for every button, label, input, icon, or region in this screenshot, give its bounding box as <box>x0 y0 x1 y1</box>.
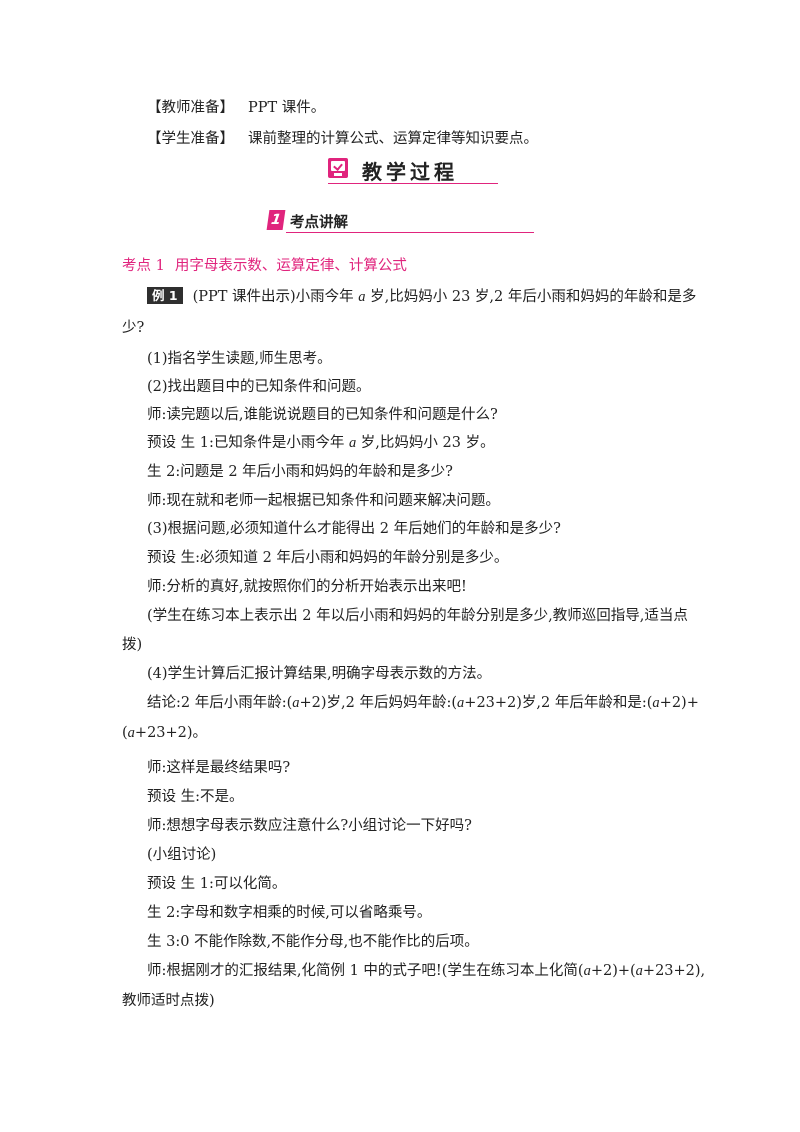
kaodian-label: 考点 1 <box>122 258 165 274</box>
subsection-title: 考点讲解 <box>290 215 348 231</box>
step-17: (小组讨论) <box>147 847 217 863</box>
step-19: 生 2:字母和数字相乘的时候,可以省略乘号。 <box>147 905 432 921</box>
student-prep-text: 课前整理的计算公式、运算定律等知识要点。 <box>248 131 538 147</box>
step-11: (4)学生计算后汇报计算结果,明确字母表示数的方法。 <box>147 666 492 682</box>
step-10b: 拨) <box>122 637 143 653</box>
teacher-prep-text: PPT 课件。 <box>248 100 326 116</box>
student-prep-label: 【学生准备】 <box>147 131 234 147</box>
student-prep: 【学生准备】课前整理的计算公式、运算定律等知识要点。 <box>147 129 538 149</box>
section-title: 教学过程 <box>362 160 458 184</box>
step-13: (a+23+2)。 <box>122 725 208 741</box>
kaodian-heading: 考点 1 用字母表示数、运算定律、计算公式 <box>122 256 407 276</box>
example-line-1: 例 1(PPT 课件出示)小雨今年 a 岁,比妈妈小 23 岁,2 年后小雨和妈… <box>147 287 696 307</box>
example-badge: 例 1 <box>147 287 183 304</box>
step-1: (1)指名学生读题,师生思考。 <box>147 351 332 367</box>
step-6: 师:现在就和老师一起根据已知条件和问题来解决问题。 <box>147 493 500 509</box>
step-18: 预设 生 1:可以化简。 <box>147 876 287 892</box>
step-8: 预设 生:必须知道 2 年后小雨和妈妈的年龄分别是多少。 <box>147 550 509 566</box>
subsection-number-badge: 1 <box>266 210 286 230</box>
step-22: 教师适时点拨) <box>122 993 215 1009</box>
monitor-check-icon <box>328 158 348 178</box>
section-header: 教学过程 <box>328 158 498 186</box>
step-15: 预设 生:不是。 <box>147 789 244 805</box>
teacher-prep: 【教师准备】 PPT 课件。 <box>147 98 325 118</box>
step-16: 师:想想字母表示数应注意什么?小组讨论一下好吗? <box>147 818 472 834</box>
step-2: (2)找出题目中的已知条件和问题。 <box>147 379 371 395</box>
step-7: (3)根据问题,必须知道什么才能得出 2 年后她们的年龄和是多少? <box>147 521 561 537</box>
step-14: 师:这样是最终结果吗? <box>147 760 291 776</box>
step-5: 生 2:问题是 2 年后小雨和妈妈的年龄和是多少? <box>147 464 453 480</box>
example-line-2: 少? <box>122 320 145 336</box>
teacher-prep-label: 【教师准备】 <box>147 100 234 116</box>
subsection-header: 1 考点讲解 <box>266 210 534 234</box>
step-20: 生 3:0 不能作除数,不能作分母,也不能作比的后项。 <box>147 934 479 950</box>
subsection-rule <box>286 232 534 233</box>
step-9: 师:分析的真好,就按照你们的分析开始表示出来吧! <box>147 579 467 595</box>
kaodian-title: 用字母表示数、运算定律、计算公式 <box>174 258 407 274</box>
step-12: 结论:2 年后小雨年龄:(a+2)岁,2 年后妈妈年龄:(a+23+2)岁,2 … <box>147 695 699 711</box>
step-4: 预设 生 1:已知条件是小雨今年 a 岁,比妈妈小 23 岁。 <box>147 435 495 451</box>
step-21: 师:根据刚才的汇报结果,化简例 1 中的式子吧!(学生在练习本上化简(a+2)+… <box>147 963 706 979</box>
section-rule <box>328 183 498 184</box>
step-10a: (学生在练习本上表示出 2 年以后小雨和妈妈的年龄分别是多少,教师巡回指导,适当… <box>147 608 688 624</box>
step-3: 师:读完题以后,谁能说说题目的已知条件和问题是什么? <box>147 407 498 423</box>
